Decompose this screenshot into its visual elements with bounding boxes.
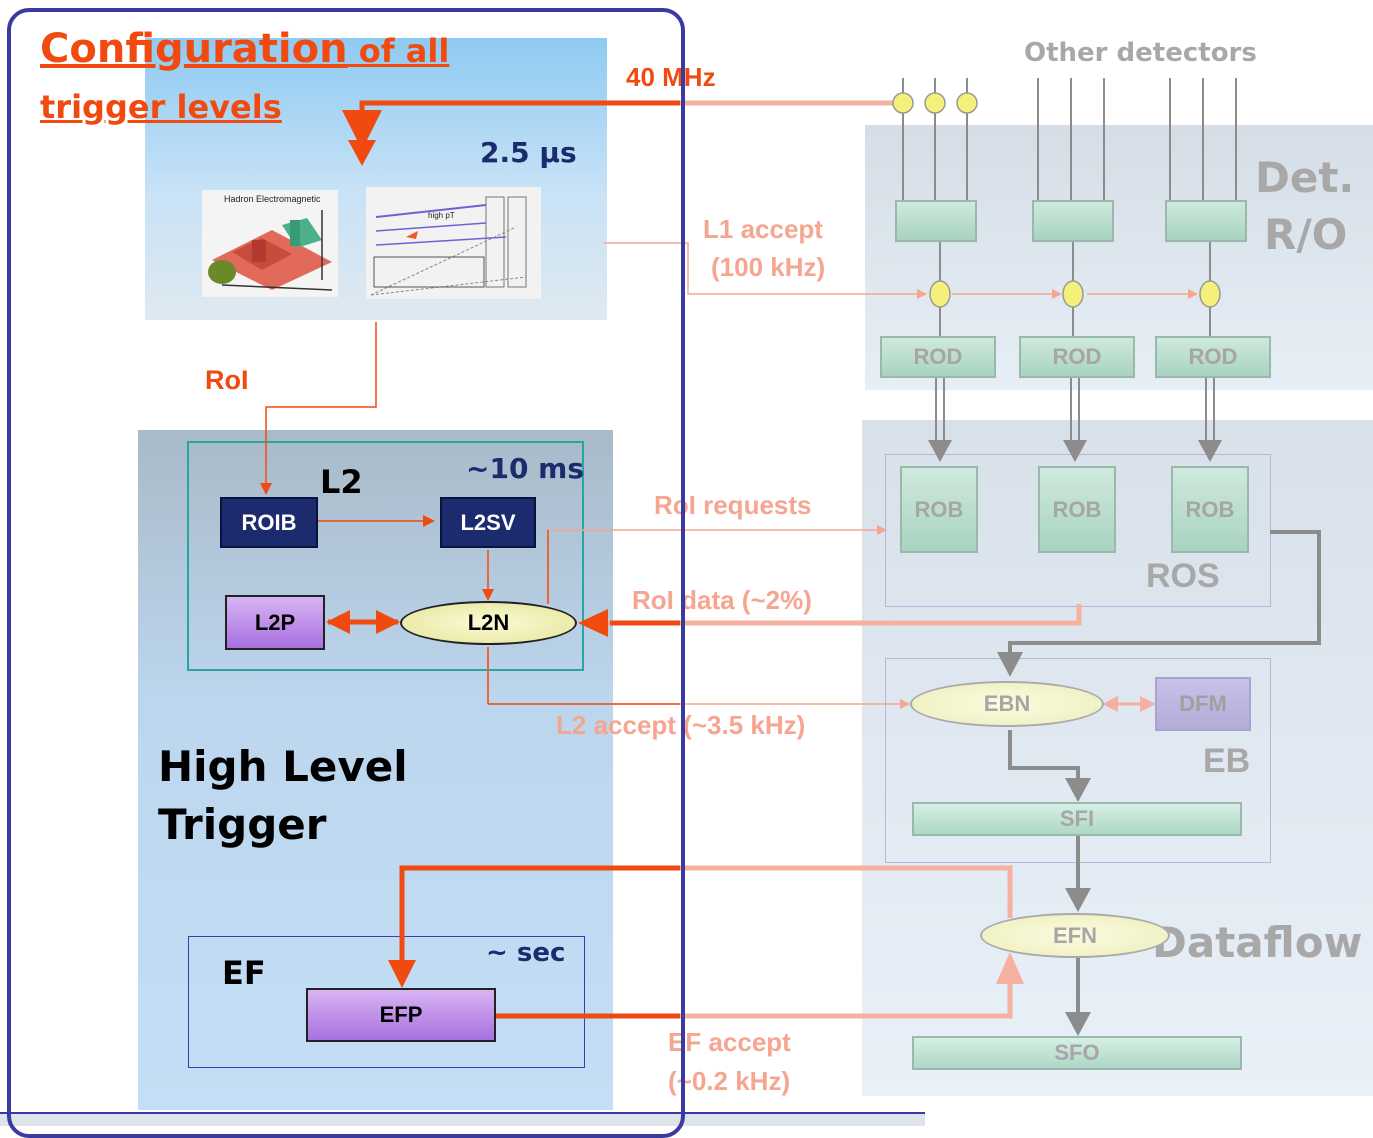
l2p-box[interactable]: L2P [225, 595, 325, 650]
roi-data-label: RoI data (~2%) [632, 585, 812, 615]
rob-ebn-arrowhead [997, 652, 1023, 677]
rob-ebn-line [1008, 530, 1321, 660]
detector-lines [902, 78, 1237, 200]
hlt-label-1: High Level [158, 742, 408, 791]
roib-box[interactable]: ROIB [220, 497, 318, 548]
sfi-bar[interactable]: SFI [912, 802, 1242, 836]
rod-box-2[interactable]: ROD [1019, 336, 1135, 378]
detector-box-1 [895, 200, 977, 242]
ef-latency: ~ sec [486, 938, 566, 968]
l1-accept-taps [929, 280, 1221, 308]
det-ro-label-2: R/O [1264, 210, 1348, 259]
l1-accept-label-2: (100 kHz) [711, 252, 826, 282]
roi-line [260, 322, 377, 495]
calorimeter-sketch [208, 210, 333, 291]
rate-label: 40 MHz [626, 62, 716, 92]
hlt-label-2: Trigger [158, 800, 327, 849]
rod-rob-arrowheads [928, 440, 1222, 462]
l2p-arrowhead [326, 610, 350, 634]
calorimeter-caption: Hadron Electromagnetic [224, 194, 321, 204]
dataflow-label: Dataflow [1152, 918, 1363, 967]
detector-taps [892, 92, 978, 114]
l2-label: L2 [320, 463, 363, 501]
rod-box-1[interactable]: ROD [880, 336, 996, 378]
ef-accept-label-1: EF accept [668, 1027, 791, 1057]
muon-caption: high pT [428, 211, 455, 220]
efn-sfo-arrowhead [1065, 1012, 1091, 1036]
rod-rob-links [935, 378, 1215, 440]
rob-box-1[interactable]: ROB [900, 466, 978, 553]
ef-accept-line [496, 975, 1013, 1019]
l2sv-box[interactable]: L2SV [440, 497, 536, 548]
sfi-efn-arrowhead [1065, 888, 1091, 912]
l1-latency: 2.5 µs [480, 136, 577, 169]
calorimeter-trigger-image: Hadron Electromagnetic [202, 190, 338, 297]
other-detectors-label: Other detectors [1024, 38, 1257, 68]
roi-label: RoI [205, 365, 249, 395]
title-line-1: Configuration of all [40, 26, 449, 72]
title-of-all: of all [347, 32, 450, 70]
ebn-arrowhead [1102, 696, 1118, 712]
efn-efp-dark [399, 865, 680, 962]
detector-box-2 [1032, 200, 1114, 242]
rob-box-3[interactable]: ROB [1171, 466, 1249, 553]
detector-box-3 [1165, 200, 1247, 242]
l2n-node[interactable]: L2N [400, 601, 577, 645]
ebn-sfi-arrowhead [1065, 778, 1091, 802]
efp-box[interactable]: EFP [306, 988, 496, 1042]
det-ro-label-1: Det. [1255, 153, 1355, 202]
ros-label: ROS [1146, 557, 1220, 595]
efp-arrowhead [388, 960, 416, 988]
efn-node[interactable]: EFN [980, 913, 1170, 958]
roi-data-line [600, 604, 1082, 626]
ef-label: EF [222, 954, 266, 992]
title-line-2: trigger levels [40, 88, 282, 126]
rod-box-3[interactable]: ROD [1155, 336, 1271, 378]
l1-input-line [342, 100, 895, 150]
l2-latency: ~10 ms [466, 452, 585, 485]
l2-accept-label: L2 accept (~3.5 kHz) [556, 710, 806, 740]
muon-trigger-image: high pT [366, 187, 541, 299]
dfm-box[interactable]: DFM [1155, 677, 1251, 731]
l1-accept-line [604, 242, 927, 299]
dfm-arrowhead [1140, 696, 1156, 712]
ebn-node[interactable]: EBN [910, 681, 1104, 727]
ebn-sfi-line [1008, 730, 1080, 785]
bottom-strip [0, 1112, 925, 1126]
muon-sketch [370, 196, 527, 296]
ef-frame [188, 936, 585, 1068]
l1-arrowhead [348, 140, 376, 166]
title-configuration: Configuration [40, 26, 348, 72]
l2-frame [187, 441, 584, 671]
sfo-bar[interactable]: SFO [912, 1036, 1242, 1070]
roi-data-arrowhead [578, 609, 608, 637]
roi-requests-label: RoI requests [654, 490, 812, 520]
rob-box-2[interactable]: ROB [1038, 466, 1116, 553]
l2-accept-line [487, 647, 910, 709]
ef-accept-label-2: (~0.2 kHz) [668, 1066, 791, 1096]
l1-accept-label-1: L1 accept [703, 214, 823, 244]
l2n-arrowhead-left [376, 610, 400, 634]
ef-accept-arrowhead [996, 952, 1024, 984]
eb-label: EB [1203, 742, 1251, 780]
